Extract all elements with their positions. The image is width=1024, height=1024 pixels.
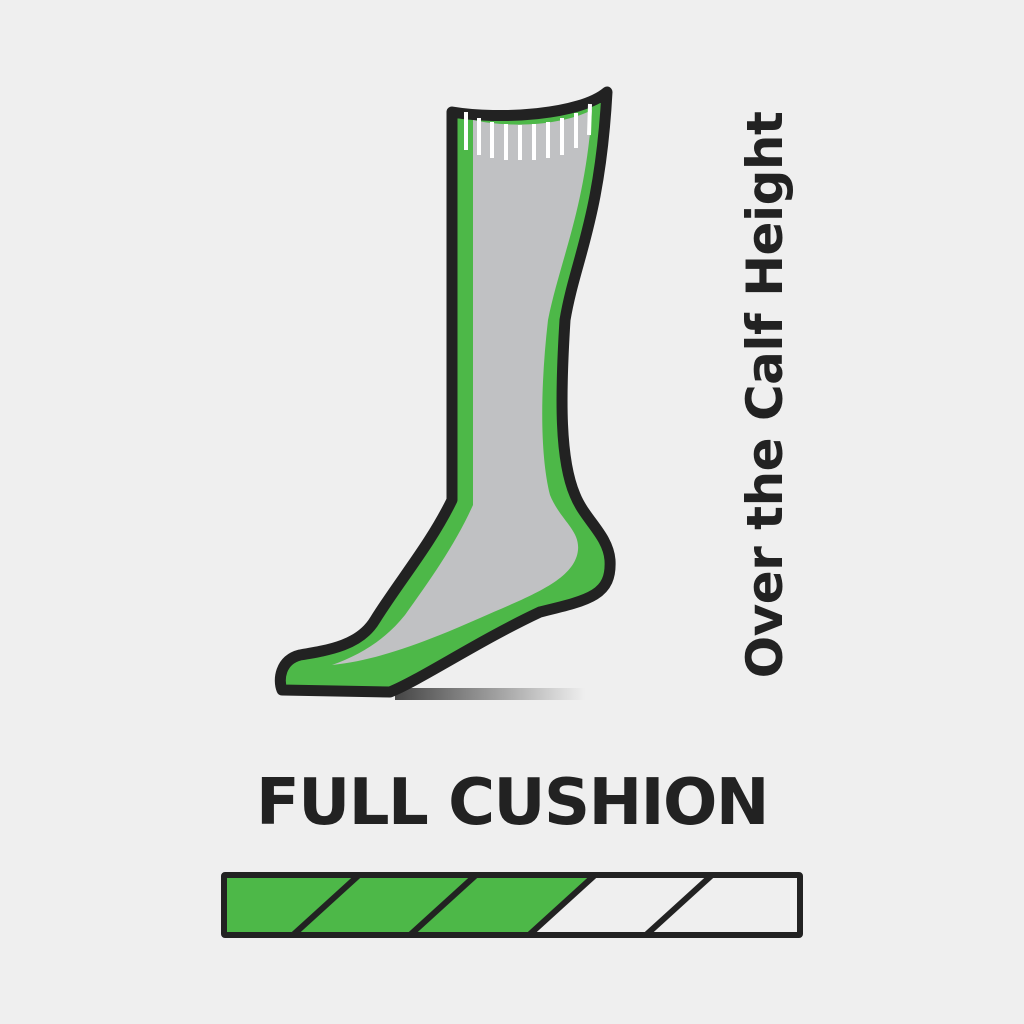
meter-frame (221, 872, 803, 938)
meter-segment-4 (529, 875, 712, 935)
sock-cuff-ribbing (464, 103, 592, 160)
meter-segment-5 (646, 875, 800, 935)
sock-inner (332, 110, 592, 665)
meter-segment-2 (293, 875, 476, 935)
meter-dividers (290, 872, 715, 938)
sock-shadow (395, 688, 585, 700)
meter-segment-1 (224, 875, 359, 935)
cushion-level-title: FULL CUSHION (256, 766, 769, 840)
meter-segment-3 (410, 875, 595, 935)
